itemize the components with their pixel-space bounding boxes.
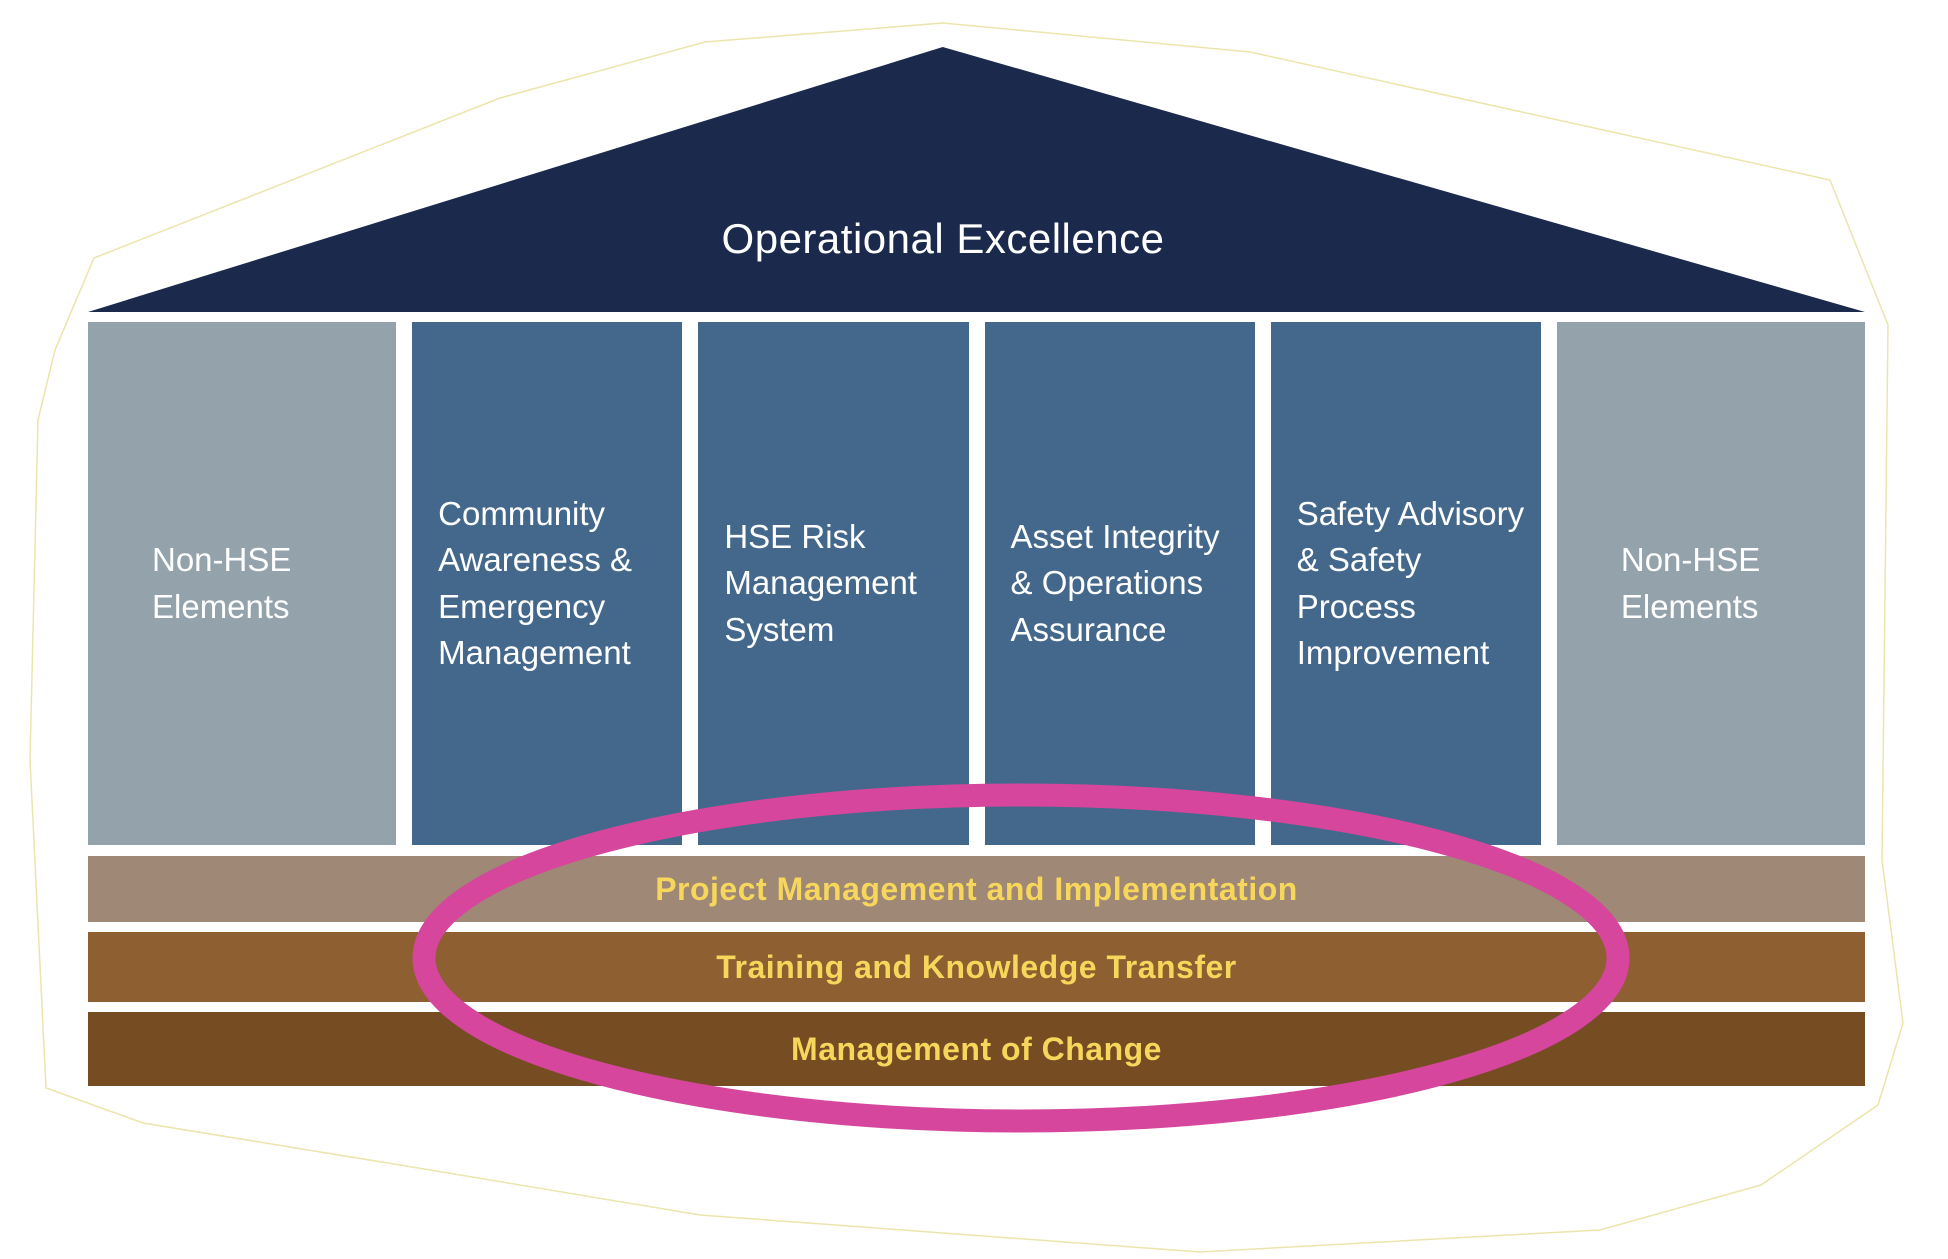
pillars-row: Non-HSE Elements Community Awareness & E…	[88, 322, 1866, 845]
pillar-non-hse-left: Non-HSE Elements	[88, 322, 397, 845]
pillar-asset-integrity: Asset Integrity & Operations Assurance	[984, 322, 1255, 845]
foundation-bar-training-knowledge: Training and Knowledge Transfer	[88, 932, 1865, 1002]
pillar-label: Safety Advisory & Safety Process Improve…	[1296, 495, 1525, 671]
foundation-bar-management-of-change: Management of Change	[88, 1012, 1865, 1086]
pillar-community-awareness: Community Awareness & Emergency Manageme…	[412, 322, 683, 845]
bar-label: Project Management and Implementation	[655, 870, 1298, 907]
pillar-label: Non-HSE Elements	[1620, 541, 1761, 625]
pillar-label: Community Awareness & Emergency Manageme…	[438, 495, 632, 671]
bar-label: Management of Change	[791, 1030, 1162, 1067]
pillar-label: Non-HSE Elements	[152, 541, 292, 625]
roof: Operational Excellence	[88, 47, 1865, 312]
pillar-non-hse-right: Non-HSE Elements	[1556, 322, 1866, 845]
diagram-title: Operational Excellence	[721, 215, 1165, 262]
pillar-hse-risk-management: HSE Risk Management System	[698, 322, 969, 845]
bar-label: Training and Knowledge Transfer	[716, 948, 1237, 985]
pillar-label: HSE Risk Management System	[724, 518, 917, 648]
foundation-bar-project-management: Project Management and Implementation	[88, 856, 1865, 922]
pillar-safety-advisory: Safety Advisory & Safety Process Improve…	[1270, 322, 1541, 845]
pillar-label: Asset Integrity & Operations Assurance	[1010, 518, 1220, 648]
